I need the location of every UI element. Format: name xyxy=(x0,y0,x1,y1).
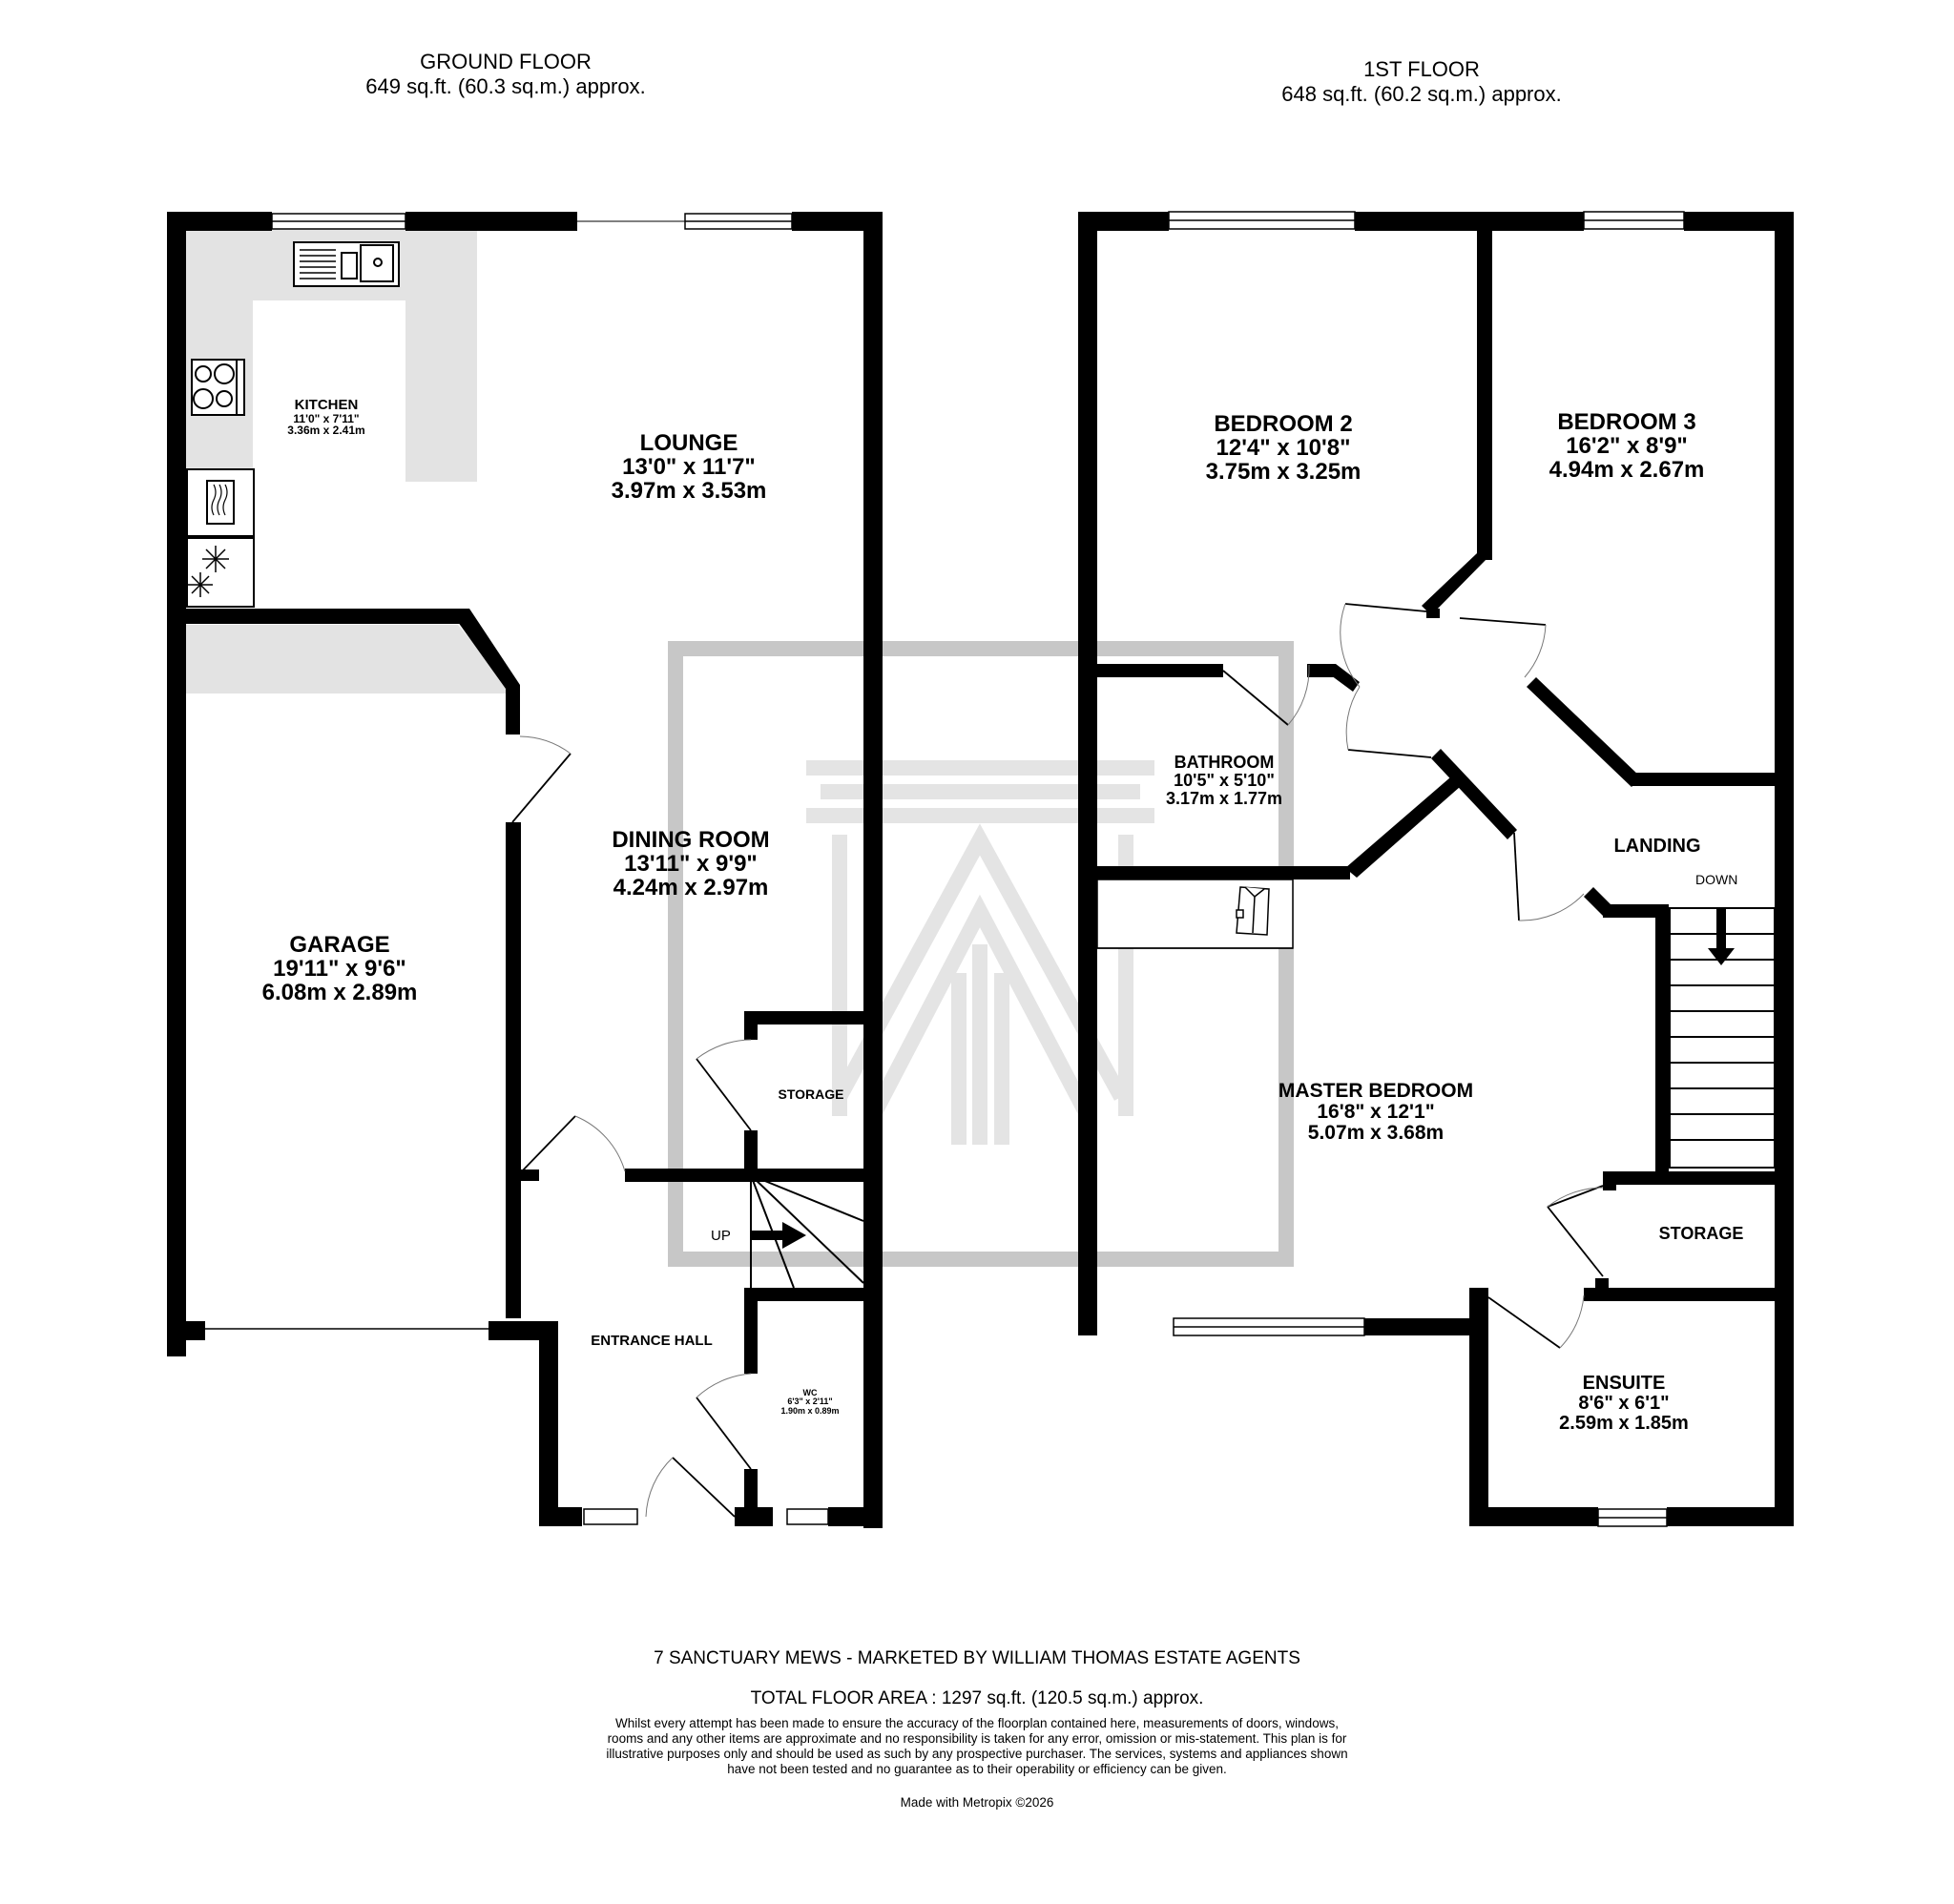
room-kitchen: KITCHEN 11'0" x 7'11" 3.36m x 2.41m xyxy=(287,397,365,438)
stairs-up-label: UP xyxy=(711,1228,731,1244)
up-arrow-icon xyxy=(751,1222,806,1249)
footer-total: TOTAL FLOOR AREA : 1297 sq.ft. (120.5 sq… xyxy=(0,1688,1954,1709)
disclaimer-text: Whilst every attempt has been made to en… xyxy=(606,1716,1348,1776)
ground-floor-heading: GROUND FLOOR 649 sq.ft. (60.3 sq.m.) app… xyxy=(315,50,696,99)
room-wc: WC 6'3" x 2'11" 1.90m x 0.89m xyxy=(780,1388,840,1416)
room-ensuite: ENSUITE 8'6" x 6'1" 2.59m x 1.85m xyxy=(1559,1373,1689,1434)
first-floor-walls xyxy=(1078,212,1794,1526)
stairs-down-label: DOWN xyxy=(1695,872,1738,887)
down-arrow-icon xyxy=(1708,909,1735,965)
footer-credit: Made with Metropix ©2026 xyxy=(0,1795,1954,1810)
ground-floor-area: 649 sq.ft. (60.3 sq.m.) approx. xyxy=(365,74,646,98)
footer-disclaimer: Whilst every attempt has been made to en… xyxy=(0,1716,1954,1777)
room-bedroom-2: BEDROOM 2 12'4" x 10'8" 3.75m x 3.25m xyxy=(1205,411,1362,486)
oven-icon xyxy=(186,468,255,537)
footer: 7 SANCTUARY MEWS - MARKETED BY WILLIAM T… xyxy=(0,1648,1954,1669)
first-floor-stairs xyxy=(1669,907,1776,1169)
room-storage-ground: STORAGE xyxy=(778,1087,844,1102)
kitchen-worktop xyxy=(184,229,515,693)
ground-floor-doors xyxy=(511,735,752,1518)
total-floor-area: TOTAL FLOOR AREA : 1297 sq.ft. (120.5 sq… xyxy=(750,1688,1204,1708)
first-floor-doors xyxy=(1222,603,1604,1349)
ground-floor-title: GROUND FLOOR xyxy=(420,50,592,73)
wardrobe-shirt-icon xyxy=(1096,879,1294,949)
first-floor-heading: 1ST FLOOR 648 sq.ft. (60.2 sq.m.) approx… xyxy=(1231,57,1612,107)
first-floor-title: 1ST FLOOR xyxy=(1363,57,1480,81)
room-landing: LANDING xyxy=(1613,836,1701,857)
room-master-bedroom: MASTER BEDROOM 16'8" x 12'1" 5.07m x 3.6… xyxy=(1278,1080,1474,1145)
hob-icon xyxy=(191,359,245,416)
metropix-credit: Made with Metropix ©2026 xyxy=(900,1795,1054,1810)
watermark-logo xyxy=(668,641,1294,1267)
room-garage: GARAGE 19'11" x 9'6" 6.08m x 2.89m xyxy=(261,932,418,1006)
room-entrance-hall: ENTRANCE HALL xyxy=(591,1333,713,1349)
property-title: 7 SANCTUARY MEWS - MARKETED BY WILLIAM T… xyxy=(654,1648,1300,1668)
fridge-freezer-icon xyxy=(186,537,255,608)
sink-icon xyxy=(293,241,400,287)
windows xyxy=(205,211,1685,1527)
room-bathroom: BATHROOM 10'5" x 5'10" 3.17m x 1.77m xyxy=(1165,753,1283,808)
room-storage-first: STORAGE xyxy=(1658,1224,1744,1243)
room-lounge: LOUNGE 13'0" x 11'7" 3.97m x 3.53m xyxy=(611,430,767,505)
ground-floor-walls xyxy=(167,212,883,1528)
room-dining-room: DINING ROOM 13'11" x 9'9" 4.24m x 2.97m xyxy=(612,827,770,901)
room-bedroom-3: BEDROOM 3 16'2" x 8'9" 4.94m x 2.67m xyxy=(1549,409,1705,484)
first-floor-area: 648 sq.ft. (60.2 sq.m.) approx. xyxy=(1281,82,1562,106)
